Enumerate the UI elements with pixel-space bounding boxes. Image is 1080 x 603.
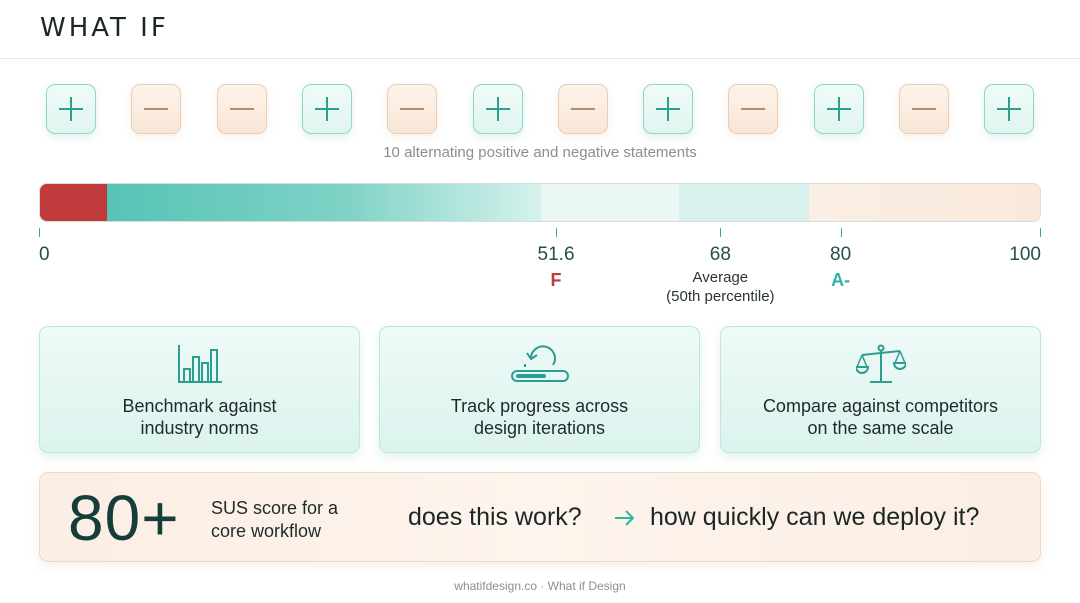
card-compare-line2: on the same scale (807, 418, 954, 438)
minus-statement-tile (728, 84, 778, 134)
scale-tick-label: 80 (830, 244, 852, 265)
card-track-progress: Track progress across design iterations (379, 326, 700, 453)
plus-icon (827, 97, 851, 121)
card-benchmark-line2: industry norms (140, 418, 259, 438)
scale-segment-light (541, 184, 679, 221)
scale-segment-teal (107, 184, 541, 221)
bar-chart-icon (175, 343, 225, 390)
plus-statement-tile (643, 84, 693, 134)
scale-tick (556, 228, 558, 237)
statements-caption: 10 alternating positive and negative sta… (383, 144, 697, 161)
scale-tick (1040, 228, 1041, 237)
scale-tick (39, 228, 40, 237)
plus-statement-tile (302, 84, 352, 134)
scale-tick-label: 51.6 (537, 244, 575, 265)
plus-statement-tile (473, 84, 523, 134)
card-track-progress-line2: design iterations (473, 418, 606, 438)
minus-statement-tile (131, 84, 181, 134)
scale-tick-label: 100 (1009, 244, 1041, 265)
card-benchmark: Benchmark against industry norms (39, 326, 360, 453)
scale-segment-peach (809, 184, 1040, 221)
minus-statement-tile (899, 84, 949, 134)
progress-iteration-icon (509, 343, 571, 390)
target-score-description: SUS score for a core workflow (211, 497, 338, 543)
minus-icon (400, 108, 424, 110)
sus-scale-bar (39, 183, 1041, 222)
grade-a-label: A- (831, 270, 851, 290)
minus-icon (741, 108, 765, 110)
scale-tick (840, 228, 842, 237)
card-benchmark-line1: Benchmark against (122, 396, 277, 416)
plus-statement-tile (814, 84, 864, 134)
average-label-line2: (50th percentile) (666, 288, 775, 305)
plus-icon (656, 97, 680, 121)
target-score-desc-line2: core workflow (211, 521, 322, 541)
question-works: does this work? (408, 503, 582, 531)
plus-icon (997, 97, 1021, 121)
scale-tick-label: 0 (39, 244, 50, 265)
card-compare-line1: Compare against competitors (762, 396, 999, 416)
scale-segment-light-teal (679, 184, 809, 221)
minus-icon (144, 108, 168, 110)
scale-tick-label: 68 (709, 244, 731, 265)
grade-f-label: F (550, 270, 562, 290)
minus-icon (571, 108, 595, 110)
question-deploy: how quickly can we deploy it? (650, 503, 980, 531)
minus-icon (912, 108, 936, 110)
balance-scale-icon (854, 343, 907, 390)
target-score: 80+ (68, 482, 180, 554)
target-banner: 80+ SUS score for a core workflow does t… (39, 472, 1041, 562)
target-score-desc-line1: SUS score for a (211, 498, 339, 518)
plus-statement-tile (46, 84, 96, 134)
logo: WHAT IF (40, 13, 169, 43)
minus-statement-tile (558, 84, 608, 134)
plus-icon (315, 97, 339, 121)
plus-icon (486, 97, 510, 121)
plus-icon (59, 97, 83, 121)
card-compare: Compare against competitors on the same … (720, 326, 1041, 453)
average-label: Average (50th percentile) (666, 268, 774, 306)
statement-tiles (0, 84, 1080, 134)
scale-tick (720, 228, 722, 237)
card-track-progress-line1: Track progress across (450, 396, 629, 416)
arrow-right-icon (613, 509, 637, 532)
footer: whatifdesign.co · What if Design (454, 579, 626, 593)
scale-segment-red (40, 184, 107, 221)
average-label-line1: Average (692, 269, 749, 286)
minus-statement-tile (387, 84, 437, 134)
header: WHAT IF (0, 0, 1080, 59)
minus-statement-tile (217, 84, 267, 134)
plus-statement-tile (984, 84, 1034, 134)
minus-icon (230, 108, 254, 110)
